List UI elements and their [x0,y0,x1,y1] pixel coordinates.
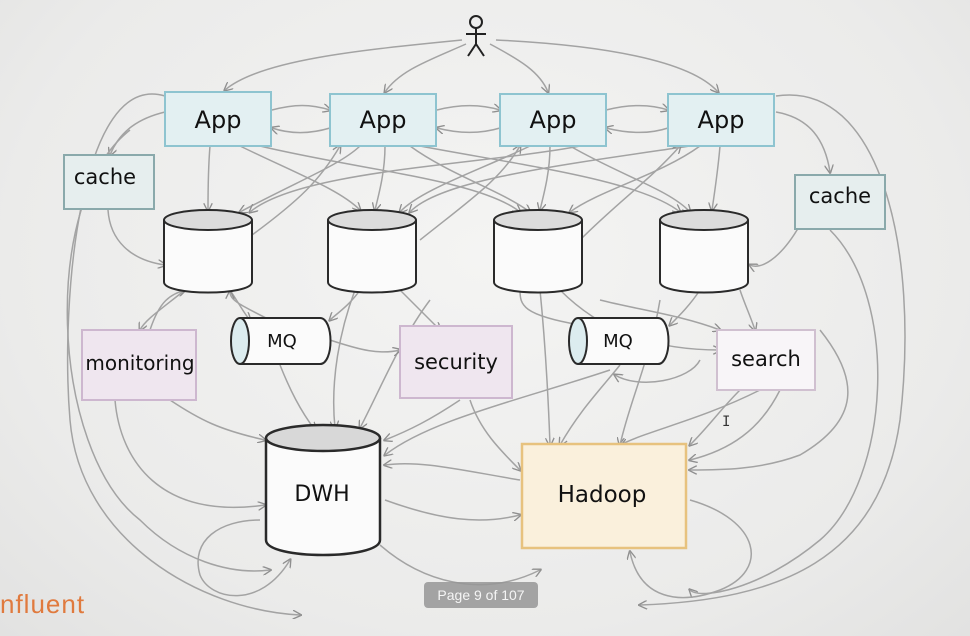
hadoop-label: Hadoop [558,482,647,508]
monitoring-box: monitoring [81,329,197,401]
dwh-label: DWH [294,482,349,507]
app-label-3: App [530,106,577,134]
database-icon-3 [493,209,583,294]
mq-label-2: MQ [603,331,633,352]
hadoop-box: Hadoop [520,442,688,550]
cache-box-left: cache [63,154,155,210]
cache-label-left: cache [74,165,136,189]
database-icon-1 [163,209,253,294]
search-label: search [731,347,801,371]
page-indicator: Page 9 of 107 [424,582,538,608]
mq-tube-2: MQ [568,317,670,365]
brand-logo-text: nfluent [0,589,85,620]
user-icon [466,15,486,57]
search-box: search [716,329,816,391]
text-cursor-icon: I [722,414,731,430]
security-label: security [414,350,498,374]
app-box-4: App [667,93,775,147]
cache-box-right: cache [794,174,886,230]
app-box-3: App [499,93,607,147]
dwh-database-icon: DWH [264,423,382,557]
cache-label-right: cache [809,184,871,208]
mq-label-1: MQ [267,331,297,352]
brand-text: nfluent [0,589,86,619]
database-icon-4 [659,209,749,294]
database-icon-2 [327,209,417,294]
app-label-4: App [698,106,745,134]
security-box: security [399,325,513,399]
app-label-2: App [360,106,407,134]
mq-tube-1: MQ [230,317,332,365]
app-label-1: App [195,106,242,134]
monitoring-label: monitoring [85,351,194,375]
app-box-1: App [164,91,272,147]
app-box-2: App [329,93,437,147]
